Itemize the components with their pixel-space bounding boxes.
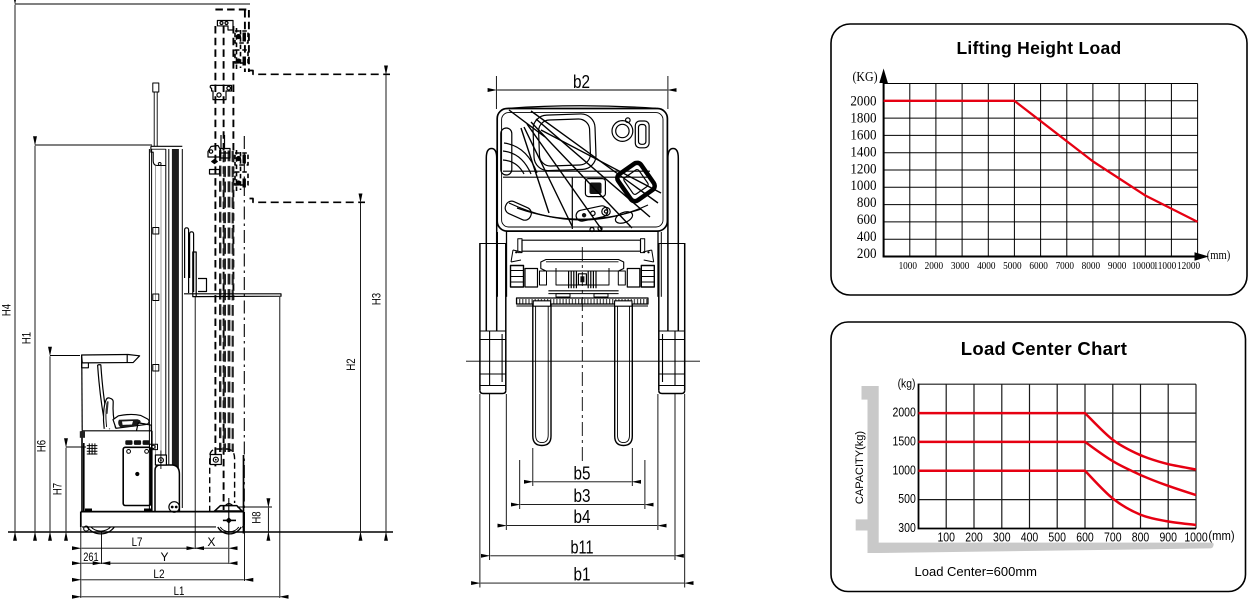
svg-text:1800: 1800 [850,110,876,126]
svg-text:6000: 6000 [1029,261,1048,273]
svg-text:2000: 2000 [925,261,944,273]
svg-text:800: 800 [857,195,877,211]
svg-text:H4: H4 [2,303,14,316]
svg-text:261: 261 [83,550,99,564]
svg-text:7000: 7000 [1056,261,1075,273]
svg-text:CAPACITY(kg): CAPACITY(kg) [854,431,866,504]
svg-text:1500: 1500 [892,436,915,449]
svg-text:400: 400 [857,228,877,244]
svg-text:Load Center Chart: Load Center Chart [961,338,1127,359]
svg-text:L7: L7 [132,535,143,549]
svg-text:8000: 8000 [1082,261,1101,273]
svg-text:X: X [207,535,215,549]
svg-text:b1: b1 [574,565,591,585]
svg-text:H2: H2 [346,358,358,370]
svg-text:900: 900 [1159,532,1177,545]
svg-text:400: 400 [1021,532,1039,545]
svg-text:1000: 1000 [850,178,876,194]
svg-text:H6: H6 [37,440,49,452]
svg-text:600: 600 [1076,532,1094,545]
svg-text:(KG): (KG) [852,68,877,84]
svg-text:200: 200 [857,245,877,261]
svg-text:L2: L2 [153,567,164,581]
svg-text:10000: 10000 [1132,261,1155,273]
svg-text:1000: 1000 [1184,532,1207,545]
svg-text:1000: 1000 [899,261,918,273]
svg-text:b4: b4 [574,507,591,527]
svg-text:1400: 1400 [850,144,876,160]
svg-text:500: 500 [898,493,916,506]
svg-text:300: 300 [898,522,916,535]
svg-text:100: 100 [937,532,955,545]
svg-text:H1: H1 [22,332,34,344]
svg-text:b5: b5 [574,463,591,483]
svg-text:(mm): (mm) [1207,248,1231,262]
svg-text:Y: Y [160,550,168,564]
svg-text:3000: 3000 [951,261,970,273]
svg-text:4000: 4000 [977,261,996,273]
svg-text:b2: b2 [573,72,590,92]
svg-text:12000: 12000 [1177,261,1200,273]
svg-text:200: 200 [965,532,983,545]
svg-text:(kg): (kg) [898,378,916,391]
svg-text:1000: 1000 [892,465,915,478]
svg-text:H8: H8 [252,511,264,523]
svg-text:1200: 1200 [850,161,876,177]
svg-text:Load Center=600mm: Load Center=600mm [915,564,1038,579]
svg-text:9000: 9000 [1108,261,1127,273]
svg-text:b3: b3 [574,486,591,506]
svg-text:700: 700 [1104,532,1122,545]
svg-text:300: 300 [993,532,1011,545]
svg-text:1600: 1600 [850,127,876,143]
svg-text:b11: b11 [571,537,594,557]
svg-text:600: 600 [857,212,877,228]
svg-text:2000: 2000 [850,93,876,109]
svg-text:L1: L1 [174,584,185,598]
svg-text:500: 500 [1048,532,1066,545]
svg-text:Lifting Height Load: Lifting Height Load [956,38,1121,58]
svg-text:2000: 2000 [892,407,915,420]
svg-text:800: 800 [1132,532,1150,545]
svg-text:H3: H3 [372,293,384,305]
svg-text:11000: 11000 [1154,261,1177,273]
svg-text:5000: 5000 [1003,261,1022,273]
svg-text:H7: H7 [53,483,65,495]
svg-text:(mm): (mm) [1208,528,1234,543]
